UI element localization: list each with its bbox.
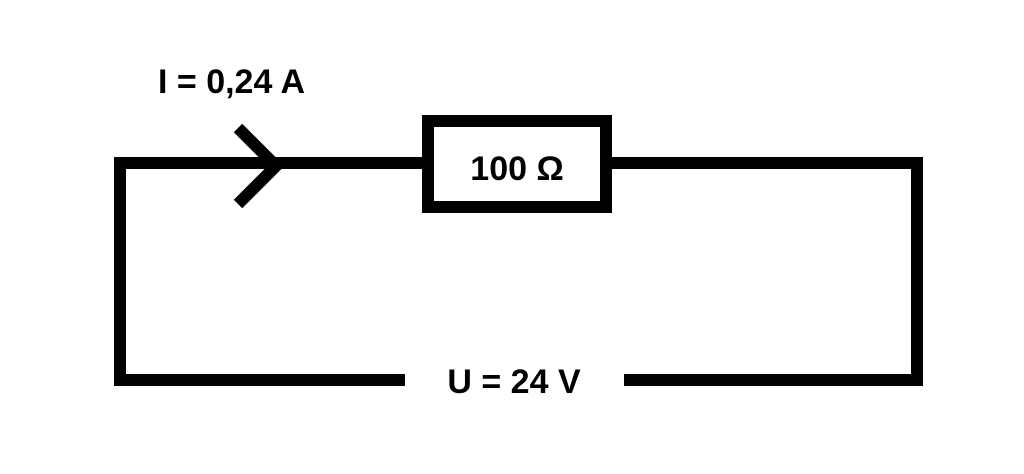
wire-top-right xyxy=(606,157,923,386)
current-arrow-icon xyxy=(233,123,285,209)
resistor xyxy=(422,115,612,213)
resistor-label: 100 Ω xyxy=(470,150,563,188)
current-label: I = 0,24 A xyxy=(158,63,305,101)
wire-loop xyxy=(114,157,923,386)
wire-top-left xyxy=(114,157,428,380)
voltage-label: U = 24 V xyxy=(447,363,581,401)
